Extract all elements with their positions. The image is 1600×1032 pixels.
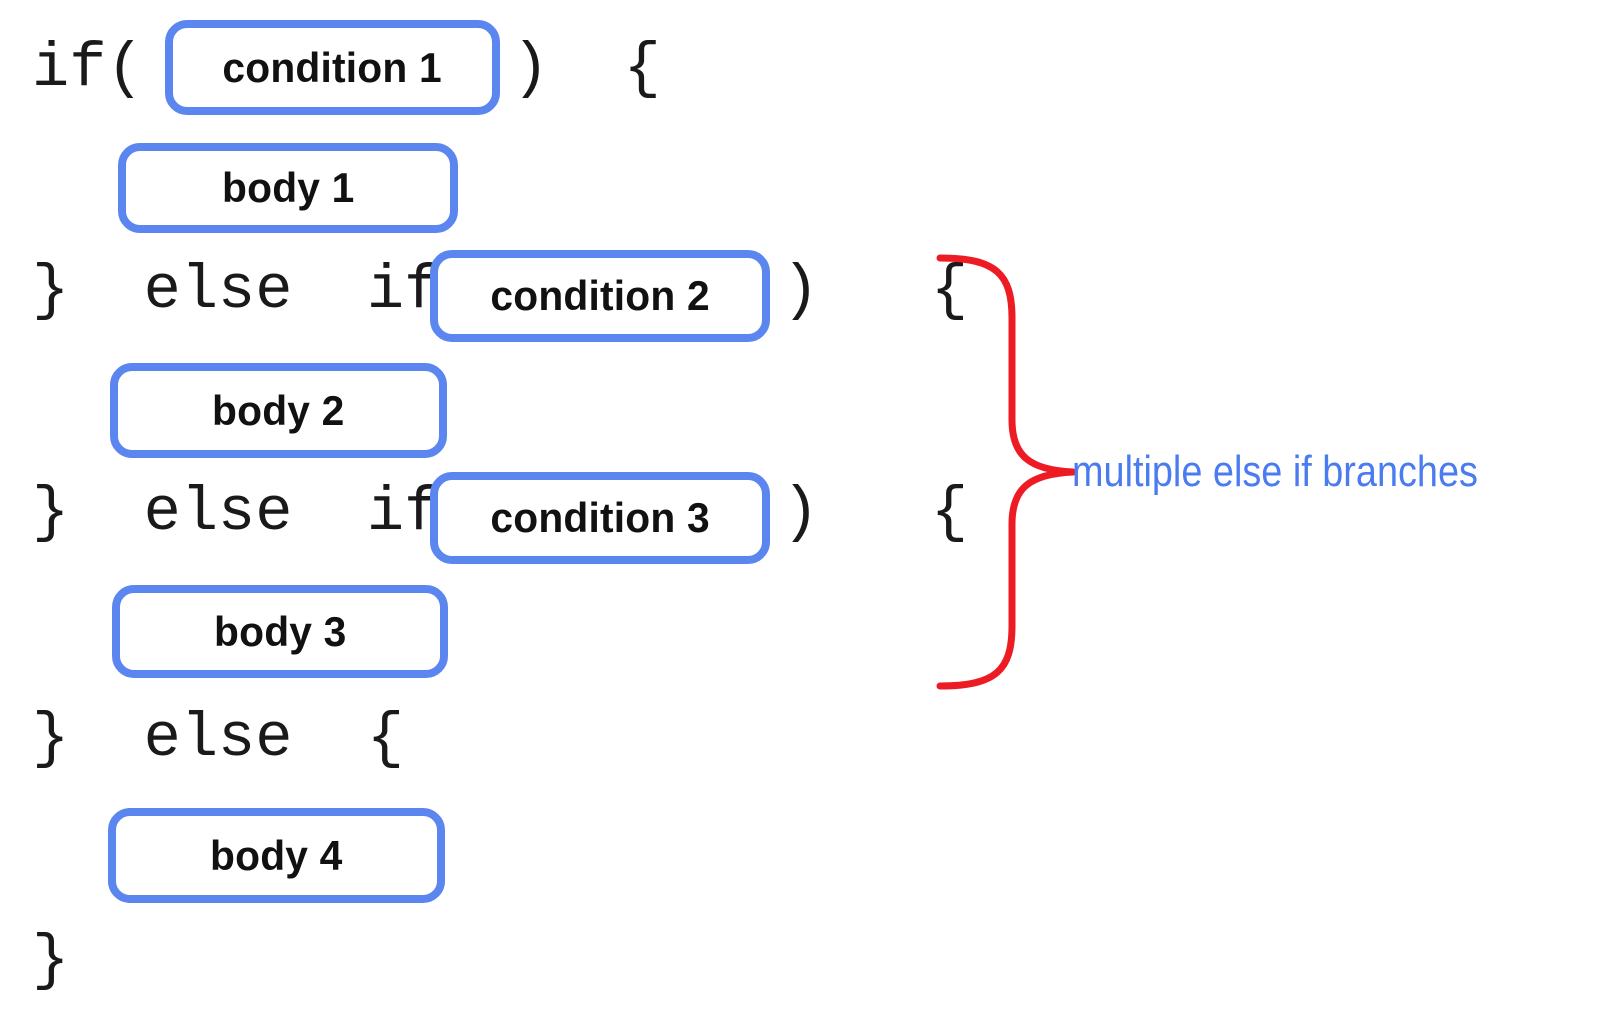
condition-2-box[interactable]: condition 2 [430, 250, 770, 342]
condition-3-box[interactable]: condition 3 [430, 472, 770, 564]
condition-1-label: condition 1 [222, 43, 443, 91]
body-2-box[interactable]: body 2 [110, 363, 447, 458]
body-4-label: body 4 [210, 831, 343, 879]
condition-3-label: condition 3 [490, 494, 710, 541]
code-else-if-2-open: } else if( [32, 477, 479, 548]
code-final-close-brace: } [32, 925, 70, 996]
code-if-close-brace: ) { [512, 33, 661, 104]
code-else-open: } else { [32, 703, 405, 774]
body-3-label: body 3 [213, 607, 347, 655]
body-1-box[interactable]: body 1 [118, 143, 458, 233]
body-1-label: body 1 [221, 164, 355, 211]
code-else-if-1-close: ) { [782, 255, 969, 326]
condition-2-label: condition 2 [490, 272, 710, 319]
body-2-label: body 2 [212, 386, 345, 434]
body-4-box[interactable]: body 4 [108, 808, 445, 903]
annotation-label: multiple else if branches [1072, 447, 1478, 496]
code-else-if-1-open: } else if( [32, 255, 479, 326]
condition-1-box[interactable]: condition 1 [165, 20, 500, 115]
code-if-open-paren: if( [32, 33, 144, 104]
code-else-if-2-close: ) { [782, 477, 969, 548]
body-3-box[interactable]: body 3 [112, 585, 448, 678]
